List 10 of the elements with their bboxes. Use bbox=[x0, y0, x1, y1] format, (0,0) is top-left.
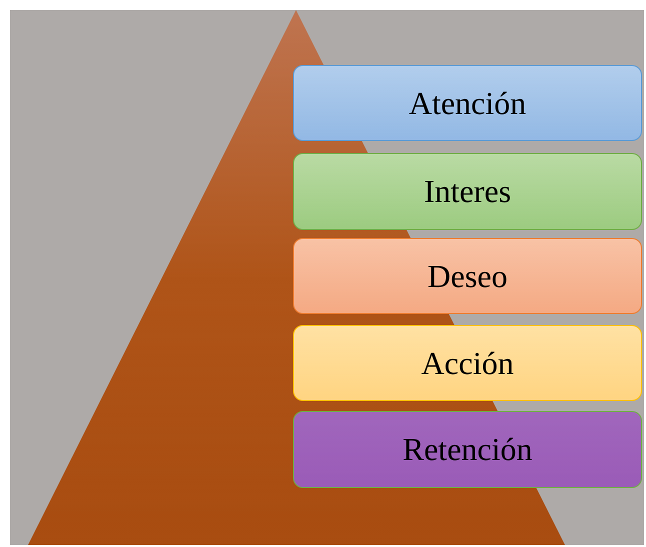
stage-box bbox=[293, 65, 642, 141]
stage-box bbox=[293, 153, 642, 230]
stage-label: Retención bbox=[402, 431, 532, 468]
stage-box bbox=[293, 238, 642, 314]
stage-label: Interes bbox=[424, 173, 512, 210]
stage-box bbox=[293, 411, 642, 488]
stage-box bbox=[293, 325, 642, 401]
stage-label: Deseo bbox=[428, 258, 508, 294]
stage-label: Atención bbox=[408, 84, 526, 122]
stage-label: Acción bbox=[421, 344, 514, 382]
